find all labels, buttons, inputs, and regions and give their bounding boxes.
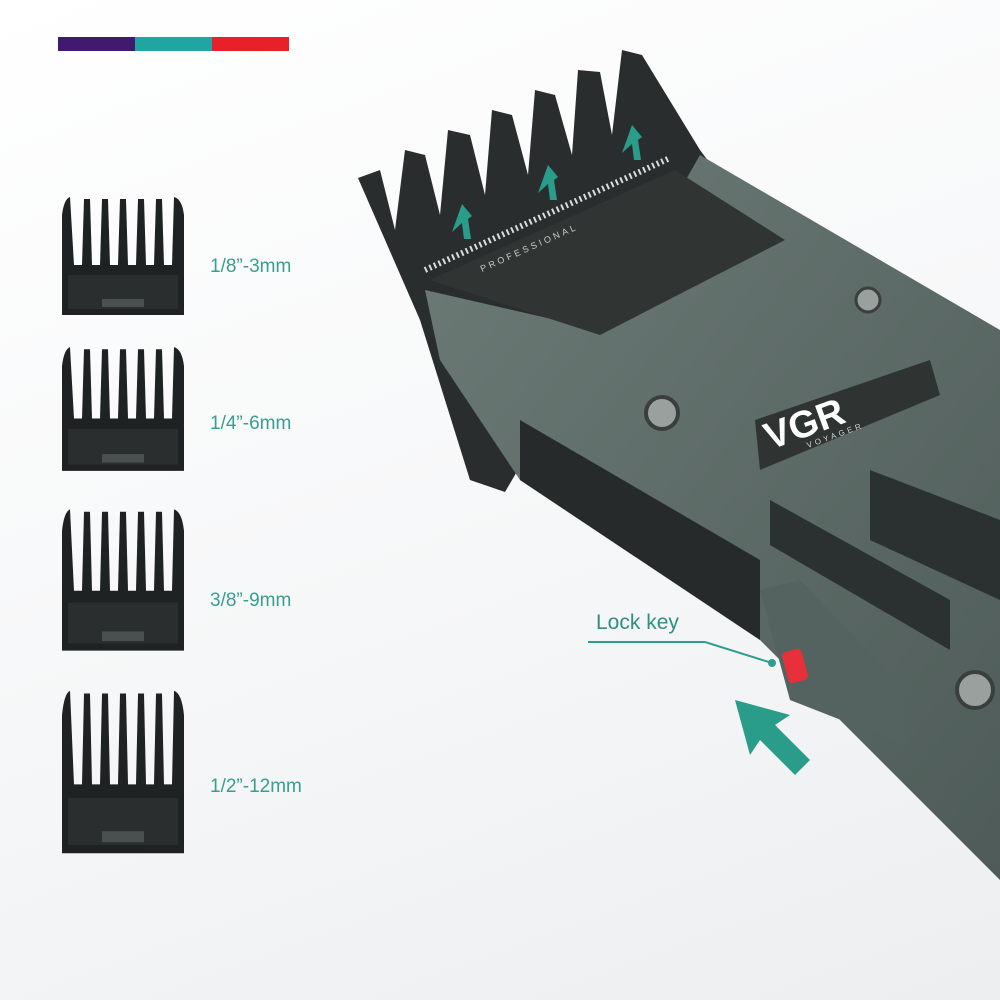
screw-icon bbox=[955, 670, 995, 710]
color-bar-teal bbox=[135, 37, 212, 51]
brand-sub: VOYAGER bbox=[806, 421, 865, 450]
lock-key-leader-line bbox=[588, 641, 773, 664]
clipper-blade-plate bbox=[430, 170, 785, 335]
lock-key-label: Lock key bbox=[596, 611, 679, 634]
blade-text: PROFESSIONAL bbox=[479, 222, 580, 274]
comb-attachment-12mm bbox=[58, 688, 188, 856]
color-bar-red bbox=[212, 37, 289, 51]
comb-attachment-6mm bbox=[58, 345, 188, 473]
screw-icon bbox=[854, 286, 882, 314]
up-arrow-icons bbox=[452, 125, 642, 239]
comb-size-label: 3/8”-9mm bbox=[210, 590, 292, 611]
clipper-body bbox=[425, 155, 1000, 880]
comb-size-label: 1/8”-3mm bbox=[210, 256, 292, 277]
comb-attachment-9mm bbox=[58, 507, 188, 653]
clipper-comb-guide bbox=[358, 50, 760, 492]
screw-icon bbox=[644, 395, 680, 431]
color-bar-purple bbox=[58, 37, 135, 51]
comb-size-label: 1/2”-12mm bbox=[210, 776, 302, 797]
brand-logo: VGR bbox=[759, 391, 851, 459]
lock-key-button bbox=[782, 648, 808, 684]
comb-size-label: 1/4”-6mm bbox=[210, 413, 292, 434]
lock-key-slider bbox=[760, 580, 905, 745]
push-arrow-icon bbox=[735, 700, 810, 775]
comb-attachment-3mm bbox=[58, 195, 188, 317]
